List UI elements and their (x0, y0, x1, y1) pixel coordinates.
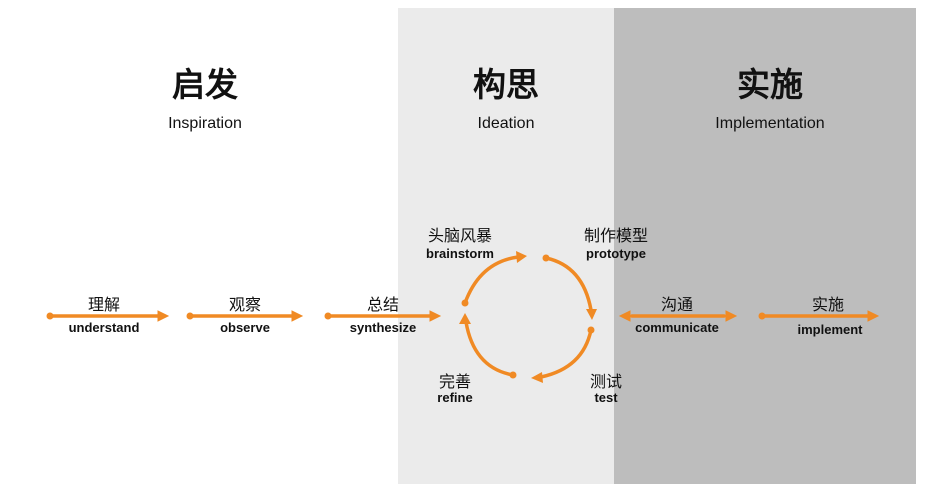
step-prototype-zh: 制作模型 (583, 226, 649, 245)
step-understand-zh: 理解 (87, 295, 121, 314)
step-implement-zh: 实施 (811, 295, 845, 314)
step-test-en: test (594, 390, 618, 405)
step-observe-en: observe (220, 320, 270, 335)
step-refine-zh: 完善 (438, 372, 472, 391)
phase-title-ideation-zh: 构思 (473, 65, 539, 104)
implement-arrowhead (867, 310, 880, 322)
step-brainstorm-en: brainstorm (426, 246, 494, 261)
step-understand-en: understand (68, 320, 140, 335)
step-refine-en: refine (437, 390, 473, 405)
implement-arrow-tail (758, 312, 766, 320)
observe-arrow-tail (186, 312, 194, 320)
phase-title-inspiration-en: Inspiration (168, 115, 242, 132)
step-brainstorm-zh: 头脑风暴 (427, 226, 493, 245)
phase-title-inspiration-zh: 启发 (172, 65, 238, 104)
cycle-arrow-brainstorm (463, 255, 520, 305)
step-communicate-en: communicate (635, 320, 719, 335)
cycle-arrow-test (539, 328, 593, 379)
cycle-arrowhead-3 (531, 372, 543, 383)
communicate-arrowhead-left (618, 310, 631, 322)
synthesize-arrowhead (429, 310, 442, 322)
cycle-arrowhead-1 (516, 251, 527, 263)
step-synthesize-zh: 总结 (366, 295, 400, 314)
phase-title-implementation-zh: 实施 (737, 65, 803, 104)
cycle-arrow-prototype (544, 256, 593, 312)
inspiration-panel (12, 8, 398, 484)
communicate-arrowhead-right (725, 310, 738, 322)
step-observe-zh: 观察 (228, 295, 262, 314)
cycle-arrow-refine (464, 320, 515, 377)
phase-title-implementation-en: Implementation (715, 115, 825, 132)
understand-arrowhead (157, 310, 170, 322)
understand-arrow-tail (46, 312, 54, 320)
cycle-arrowhead-4 (459, 313, 471, 324)
cycle-dot-4 (509, 371, 517, 379)
step-implement-en: implement (797, 322, 863, 337)
cycle-dot-2 (542, 254, 550, 262)
step-prototype-en: prototype (586, 246, 646, 261)
synthesize-arrow-tail (324, 312, 332, 320)
step-communicate-zh: 沟通 (660, 295, 694, 314)
phase-title-ideation-en: Ideation (477, 115, 535, 132)
cycle-dot-1 (461, 299, 469, 307)
step-test-zh: 测试 (589, 372, 623, 391)
cycle-dot-3 (587, 326, 595, 334)
ideation-panel (398, 8, 614, 484)
cycle-arrowhead-2 (586, 309, 597, 320)
implementation-panel (614, 8, 916, 484)
step-synthesize-en: synthesize (349, 320, 417, 335)
observe-arrowhead (291, 310, 304, 322)
